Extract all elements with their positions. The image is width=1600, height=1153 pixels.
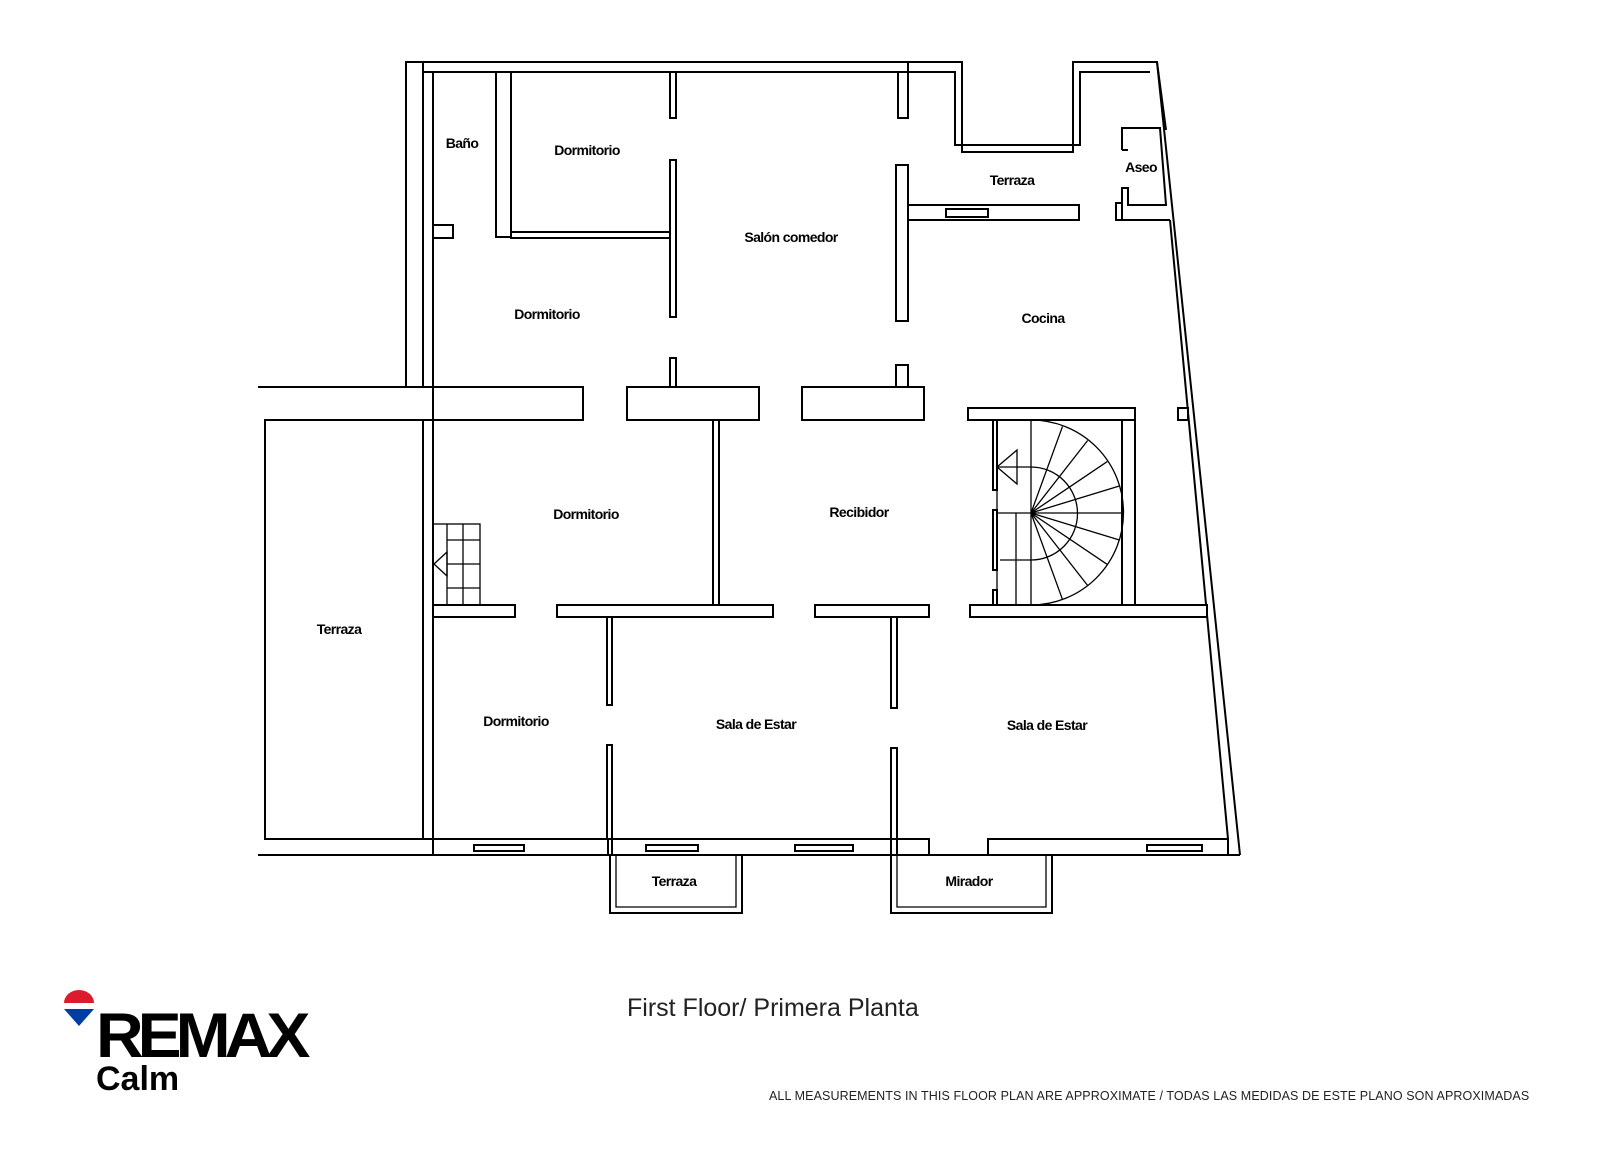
balloon-logo-icon: [64, 990, 94, 1026]
spiral-staircase: [995, 419, 1125, 606]
measurement-disclaimer: ALL MEASUREMENTS IN THIS FLOOR PLAN ARE …: [769, 1089, 1530, 1103]
stair-tread: [1030, 485, 1120, 514]
small-staircase: [432, 523, 481, 606]
brand-name: REMAX: [96, 999, 310, 1071]
room-label-cocina: Cocina: [1021, 310, 1065, 326]
stair-direction-arrow-icon: [433, 550, 448, 578]
stair-tread: [1030, 512, 1120, 541]
room-label-sala-de-estar: Sala de Estar: [716, 716, 797, 732]
room-label-mirador: Mirador: [945, 873, 993, 889]
floor-title: First Floor/ Primera Planta: [627, 994, 919, 1022]
room-label-recibidor: Recibidor: [829, 504, 889, 520]
stair-direction-arrow-icon: [995, 448, 1018, 486]
room-label-aseo: Aseo: [1125, 159, 1157, 175]
room-label-terraza: Terraza: [317, 621, 362, 637]
stair-tread: [1030, 512, 1064, 600]
stair-tread: [1030, 426, 1064, 514]
stair-tread: [1030, 512, 1108, 565]
room-label-terraza: Terraza: [652, 873, 697, 889]
room-label-salon-comedor: Salón comedor: [744, 229, 838, 245]
room-label-dormitorio: Dormitorio: [554, 142, 620, 158]
walls: [258, 61, 1241, 856]
balconies: [609, 855, 1053, 914]
room-label-dormitorio: Dormitorio: [483, 713, 549, 729]
office-name: Calm: [96, 1060, 180, 1098]
stair-tread: [1030, 512, 1089, 586]
room-label-terraza: Terraza: [990, 172, 1035, 188]
room-label-dormitorio: Dormitorio: [514, 306, 580, 322]
stair-tread: [1030, 440, 1089, 514]
room-label-sala-de-estar: Sala de Estar: [1007, 717, 1088, 733]
stair-tread: [1030, 461, 1108, 514]
room-label-bano: Baño: [446, 135, 479, 151]
room-label-dormitorio: Dormitorio: [553, 506, 619, 522]
